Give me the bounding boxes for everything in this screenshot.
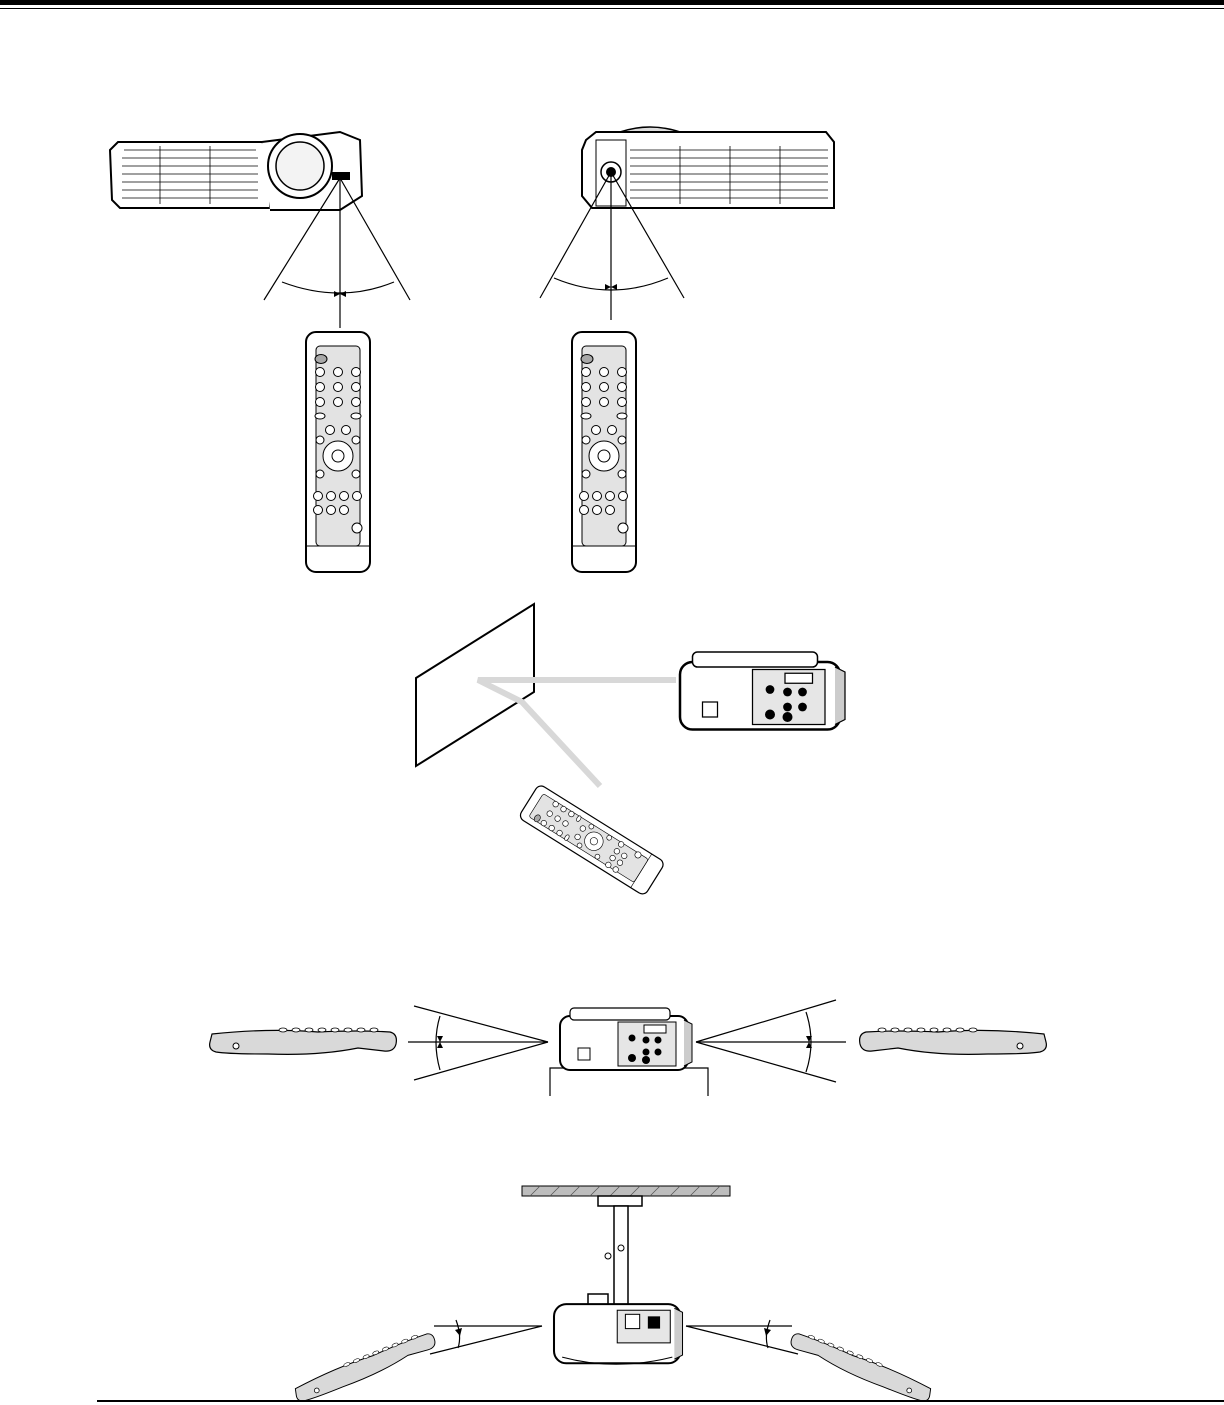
bottom-rule: [97, 1400, 1224, 1402]
ceiling-angle-left: [430, 1320, 542, 1354]
remote-ceiling-left: [292, 1329, 438, 1405]
table-angle-right: [696, 1000, 846, 1082]
remote-control-reflection: [518, 784, 665, 897]
table-angle-left: [408, 1006, 548, 1080]
ceiling-angle-right: [686, 1320, 798, 1354]
remote-ceiling-right: [788, 1329, 934, 1405]
table-surface: [550, 1068, 708, 1096]
remote-control-rear: [572, 332, 636, 572]
projector-reflection: [680, 652, 845, 730]
remote-control-front: [306, 332, 370, 572]
projector-front-view: [110, 132, 362, 210]
projector-table: [560, 1008, 692, 1070]
remote-side-right: [860, 1028, 1047, 1054]
infrared-beam: [478, 680, 676, 786]
projection-screen: [416, 604, 534, 766]
remote-side-left: [210, 1028, 397, 1054]
ceiling: [522, 1186, 730, 1196]
projector-rear-view: [582, 127, 834, 208]
projector-ceiling: [554, 1304, 683, 1364]
